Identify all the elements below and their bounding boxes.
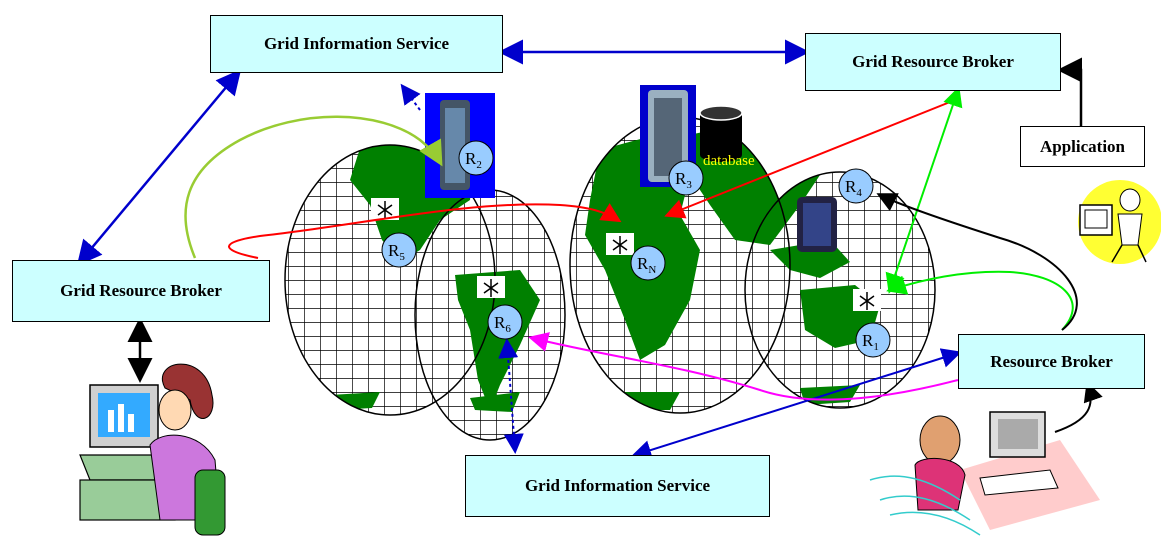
link-gis-rb-bottom	[631, 348, 962, 460]
svg-text:R5: R5	[388, 241, 405, 263]
resource-node-r6: R6	[487, 304, 523, 340]
resource-node-r4: R4	[838, 168, 874, 204]
svg-text:R4: R4	[845, 177, 862, 199]
resource-node-r2: R2	[458, 140, 494, 176]
link-grb-left-rn-red	[228, 203, 622, 259]
router-icon	[371, 198, 881, 311]
grid-information-service-top: Grid Information Service	[210, 15, 503, 73]
user-computer-left-icon	[79, 363, 226, 536]
grid-information-service-bottom: Grid Information Service	[465, 455, 770, 517]
south-america	[455, 270, 540, 410]
resource-nodes: R2 R3 R4 R5 RN R6 R1	[381, 140, 891, 358]
link-rb-r6-magenta	[528, 332, 959, 401]
svg-text:R1: R1	[862, 331, 879, 353]
database-icon	[699, 105, 743, 162]
resource-broker-box: Resource Broker	[958, 334, 1145, 389]
link-rb-r1-green	[886, 270, 1074, 331]
link-rb-r4-black	[876, 193, 1078, 331]
link-gis-top-dotted	[400, 83, 421, 111]
connections	[76, 39, 1103, 460]
resource-node-r3: R3	[668, 160, 704, 196]
link-user-rb	[1054, 381, 1103, 433]
link-grb-r1-green	[885, 86, 963, 294]
grid-resource-broker-right: Grid Resource Broker	[805, 33, 1061, 91]
application-box: Application	[1020, 126, 1145, 167]
user-computer-right-icon	[869, 411, 1100, 536]
application-user-icon	[1078, 180, 1161, 264]
world-map	[284, 116, 936, 441]
server-r4-icon	[797, 197, 837, 252]
resource-node-rn: RN	[630, 245, 666, 281]
link-gis-grb-left	[76, 69, 242, 266]
svg-text:R3: R3	[675, 169, 692, 191]
svg-text:R2: R2	[465, 149, 482, 171]
resource-node-r1: R1	[855, 322, 891, 358]
svg-text:RN: RN	[637, 254, 656, 276]
resource-node-r5: R5	[381, 232, 417, 268]
link-r6-gis-dotted	[498, 338, 524, 454]
database-label: database	[703, 153, 755, 169]
svg-text:R6: R6	[494, 313, 511, 335]
grid-resource-broker-left: Grid Resource Broker	[12, 260, 270, 322]
link-grb-left-r2-olive	[184, 115, 443, 259]
link-app-grb	[1057, 57, 1083, 126]
